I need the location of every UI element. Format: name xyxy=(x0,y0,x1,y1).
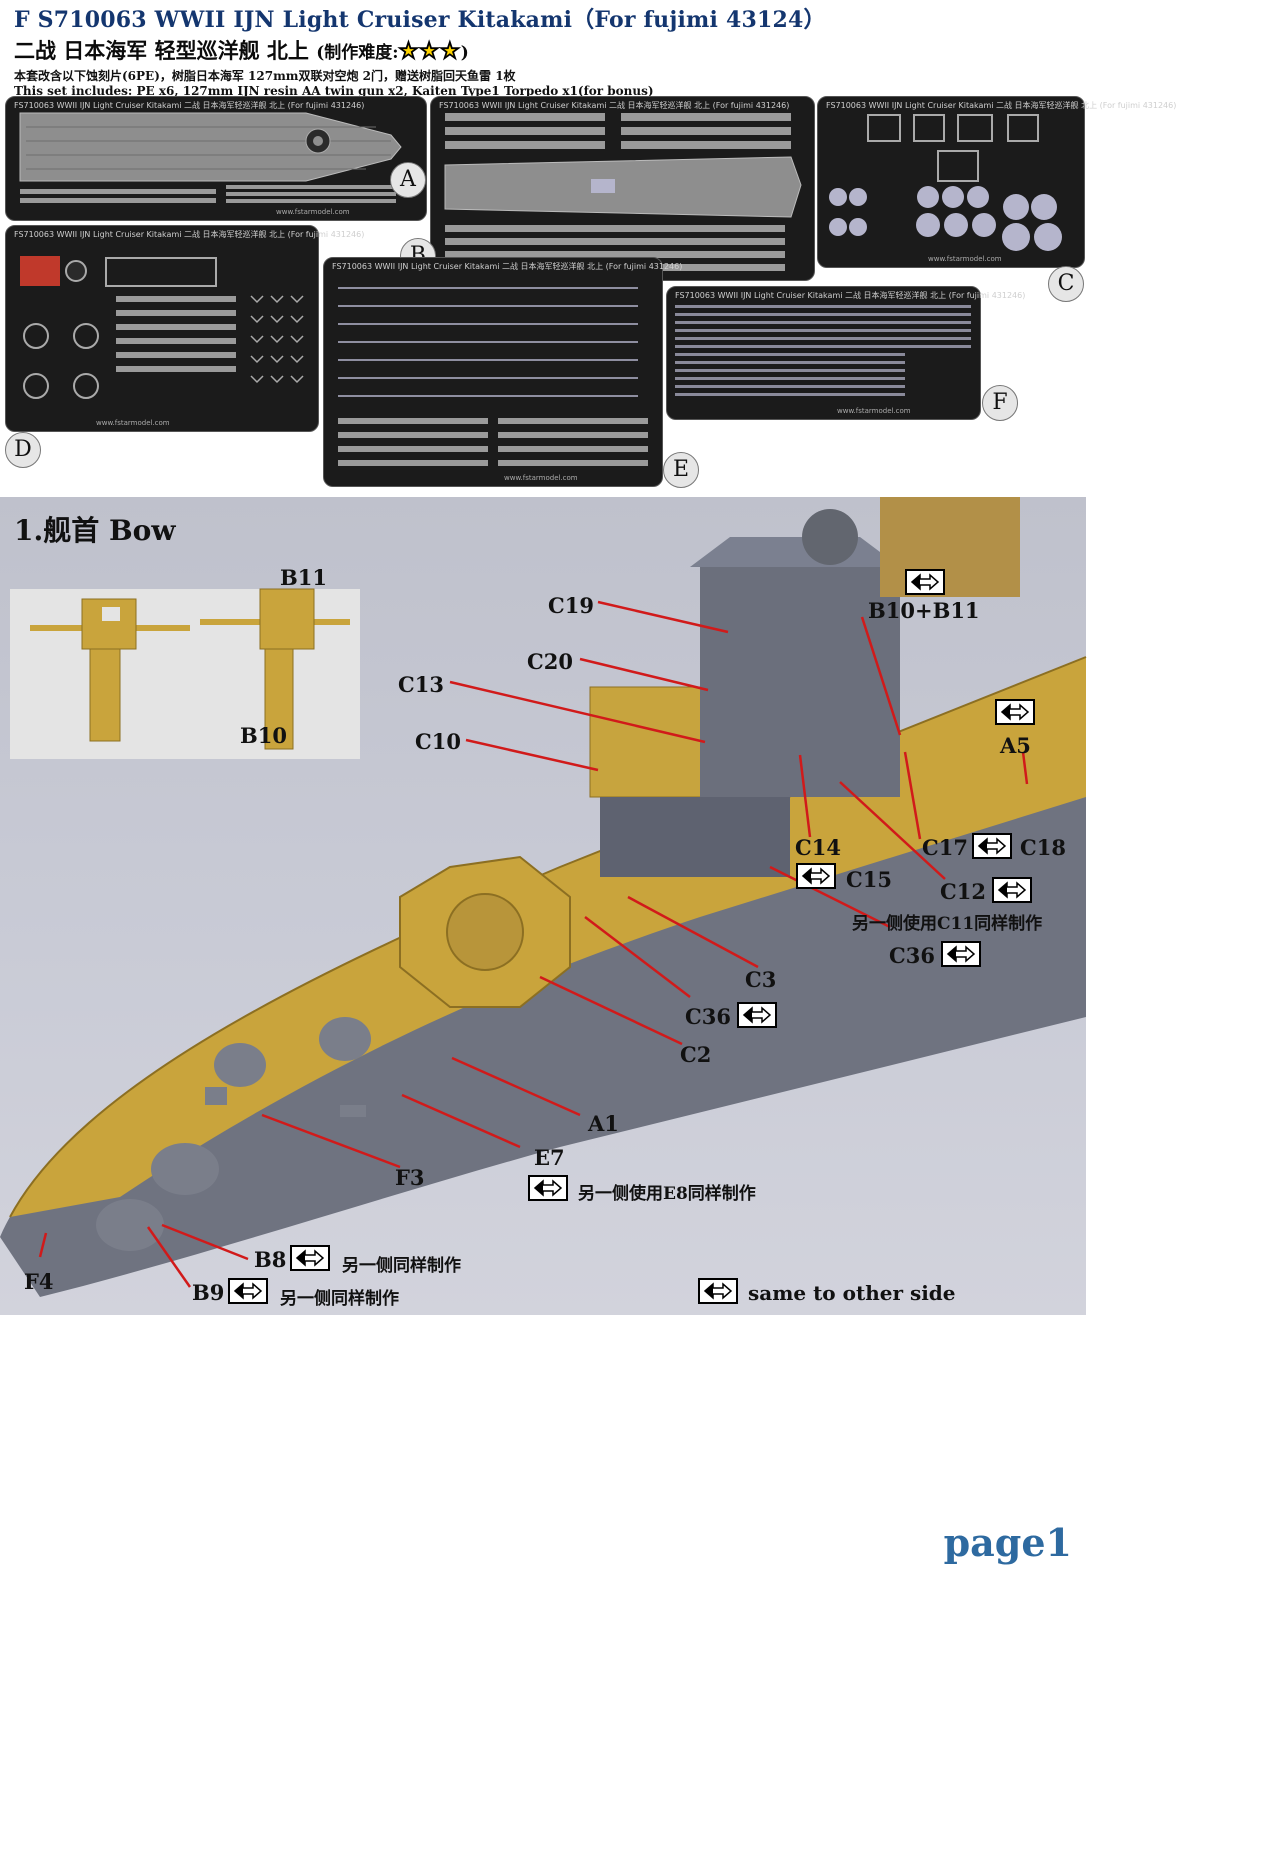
label-e7: E7 xyxy=(534,1145,565,1170)
label-a5: A5 xyxy=(1000,733,1031,758)
double-arrow-icon xyxy=(801,867,831,885)
label-c2: C2 xyxy=(680,1042,712,1067)
double-arrow-icon xyxy=(946,945,976,963)
same-side-arrow-c12 xyxy=(992,877,1032,903)
page-number: page1 xyxy=(943,1520,1072,1565)
same-side-arrow-c15 xyxy=(796,863,836,889)
label-c17: C17 xyxy=(922,835,968,860)
double-arrow-icon xyxy=(703,1282,733,1300)
note-c11: 另一侧使用C11同样制作 xyxy=(852,914,1043,934)
legend-arrow xyxy=(698,1278,738,1304)
pe-sheet-d: FS710063 WWII IJN Light Cruiser Kitakami… xyxy=(5,225,364,432)
label-c36-a: C36 xyxy=(889,943,935,968)
label-c13: C13 xyxy=(398,672,444,697)
sheet-c-parts xyxy=(829,114,1062,251)
title-cn: 二战 日本海军 轻型巡洋舰 北上 (制作难度:★★★) xyxy=(14,35,1074,65)
same-side-arrow-b9 xyxy=(228,1278,268,1304)
pe-sheet-c: FS710063 WWII IJN Light Cruiser Kitakami… xyxy=(817,96,1176,268)
sheet-d-site: www.fstarmodel.com xyxy=(96,419,170,427)
sheet-b-parts xyxy=(444,113,802,271)
label-b11: B11 xyxy=(280,565,327,590)
difficulty-stars: ★★★ xyxy=(398,38,461,65)
double-arrow-icon xyxy=(742,1006,772,1024)
label-c3: C3 xyxy=(745,967,777,992)
label-c14: C14 xyxy=(795,835,841,860)
label-c36-b: C36 xyxy=(685,1004,731,1029)
same-side-arrow-c36-a xyxy=(941,941,981,967)
title-en: F S710063 WWII IJN Light Cruiser Kitakam… xyxy=(14,7,826,33)
pe-sheet-f: FS710063 WWII IJN Light Cruiser Kitakami… xyxy=(666,286,1025,420)
bow-photo: 1.舰首 Bow B11 B10 C19 C20 C13 C10 B10+B11… xyxy=(0,497,1087,1315)
difficulty-close: ) xyxy=(460,43,469,63)
pe-sheet-a: FS710063 WWII IJN Light Cruiser Kitakami… xyxy=(5,96,427,221)
sheet-c-title: FS710063 WWII IJN Light Cruiser Kitakami… xyxy=(826,101,1177,110)
sheet-d-title: FS710063 WWII IJN Light Cruiser Kitakami… xyxy=(14,230,365,239)
sheet-f-parts xyxy=(675,305,971,396)
same-side-arrow-a5 xyxy=(995,699,1035,725)
same-side-arrow-e7 xyxy=(528,1175,568,1201)
label-b10: B10 xyxy=(240,723,287,748)
sheet-b-title: FS710063 WWII IJN Light Cruiser Kitakami… xyxy=(439,101,790,110)
double-arrow-icon xyxy=(295,1249,325,1267)
note-b8: 另一侧同样制作 xyxy=(342,1256,461,1276)
sheet-a-parts xyxy=(19,112,402,203)
pe-sheet-b: FS710063 WWII IJN Light Cruiser Kitakami… xyxy=(430,96,815,281)
double-arrow-icon xyxy=(910,573,940,591)
sheet-a-badge: A xyxy=(390,162,426,198)
difficulty-label: (制作难度: xyxy=(316,43,399,63)
label-f4: F4 xyxy=(24,1269,54,1294)
sheet-e-parts xyxy=(338,287,648,466)
contents-cn: 本套改含以下蚀刻片(6PE)，树脂日本海军 127mm双联对空炮 2门，赠送树脂… xyxy=(14,69,516,83)
double-arrow-icon xyxy=(533,1179,563,1197)
note-e8: 另一侧使用E8同样制作 xyxy=(578,1184,756,1204)
sheet-f-title: FS710063 WWII IJN Light Cruiser Kitakami… xyxy=(675,291,1026,300)
sheet-f-site: www.fstarmodel.com xyxy=(837,407,911,415)
double-arrow-icon xyxy=(233,1282,263,1300)
sheet-a-title: FS710063 WWII IJN Light Cruiser Kitakami… xyxy=(14,101,365,110)
label-b8: B8 xyxy=(254,1247,287,1272)
label-a1: A1 xyxy=(588,1111,619,1136)
section-title: 1.舰首 Bow xyxy=(14,514,176,547)
sheet-d-parts xyxy=(20,256,304,399)
same-side-arrow-b8 xyxy=(290,1245,330,1271)
double-arrow-icon xyxy=(977,837,1007,855)
contents-en: This set includes: PE x6, 127mm IJN resi… xyxy=(14,84,654,98)
header: F S710063 WWII IJN Light Cruiser Kitakam… xyxy=(14,2,1074,98)
same-side-arrow-b10b11 xyxy=(905,569,945,595)
label-c18: C18 xyxy=(1020,835,1066,860)
pe-sheet-e: FS710063 WWII IJN Light Cruiser Kitakami… xyxy=(323,257,682,487)
legend-text: same to other side xyxy=(748,1281,956,1305)
sheet-e-site: www.fstarmodel.com xyxy=(504,474,578,482)
sheet-d-badge: D xyxy=(5,432,41,468)
double-arrow-icon xyxy=(1000,703,1030,721)
inset-parts xyxy=(30,588,350,750)
sheet-f-badge: F xyxy=(982,385,1018,421)
label-f3: F3 xyxy=(395,1165,425,1190)
sheet-e-title: FS710063 WWII IJN Light Cruiser Kitakami… xyxy=(332,262,683,271)
same-side-arrow-c36-b xyxy=(737,1002,777,1028)
same-side-arrow-c17 xyxy=(972,833,1012,859)
double-arrow-icon xyxy=(997,881,1027,899)
sheet-e-badge: E xyxy=(663,452,699,488)
title-cn-text: 二战 日本海军 轻型巡洋舰 北上 xyxy=(14,38,309,63)
label-c12: C12 xyxy=(940,879,986,904)
label-c10: C10 xyxy=(415,729,461,754)
label-c20: C20 xyxy=(527,649,573,674)
label-b10-b11: B10+B11 xyxy=(868,598,980,623)
sheet-c-badge: C xyxy=(1048,266,1084,302)
sheet-a-site: www.fstarmodel.com xyxy=(276,208,350,216)
label-c19: C19 xyxy=(548,593,594,618)
label-b9: B9 xyxy=(192,1280,225,1305)
note-b9: 另一侧同样制作 xyxy=(280,1289,399,1309)
inset-photo xyxy=(10,588,360,759)
sheet-c-site: www.fstarmodel.com xyxy=(928,255,1002,263)
label-c15: C15 xyxy=(846,867,892,892)
